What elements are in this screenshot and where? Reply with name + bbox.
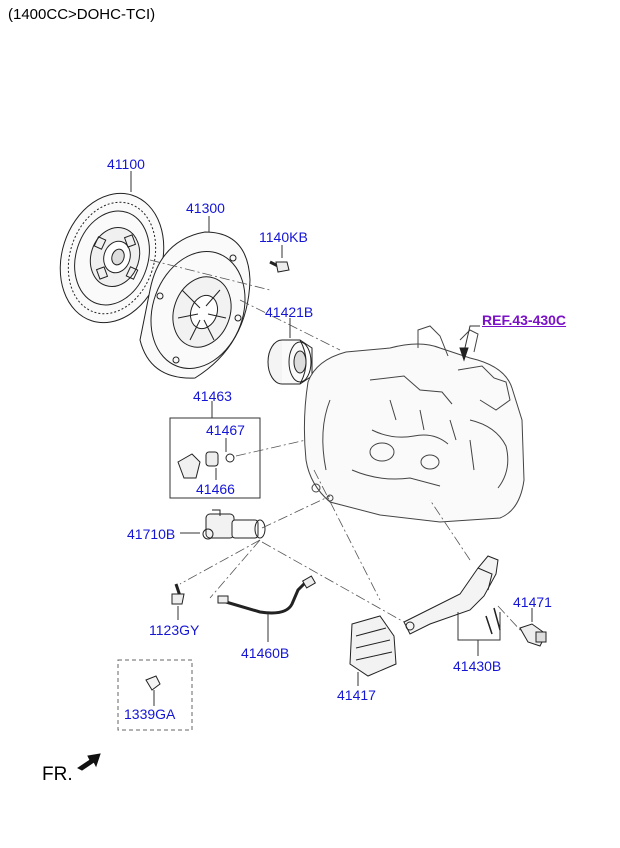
clutch-hose-part[interactable] [217, 575, 317, 642]
release-bearing-part[interactable] [267, 318, 313, 385]
part-label-41471[interactable]: 41471 [513, 594, 552, 610]
clutch-disc-part[interactable] [44, 171, 180, 336]
pivot-bolt-part[interactable] [519, 608, 547, 647]
part-label-41300[interactable]: 41300 [186, 200, 225, 216]
part-label-41430b[interactable]: 41430B [453, 658, 502, 674]
part-label-41100[interactable]: 41100 [107, 156, 145, 172]
part-label-41466[interactable]: 41466 [196, 481, 235, 497]
diagram-title: (1400CC>DOHC-TCI) [8, 6, 156, 23]
part-label-41421b[interactable]: 41421B [265, 304, 314, 320]
front-direction-label: FR. [42, 764, 73, 785]
bolt-1123gy-part[interactable] [171, 583, 185, 620]
front-direction-arrow [77, 753, 101, 771]
part-label-1123gy[interactable]: 1123GY [149, 622, 200, 638]
part-label-41467[interactable]: 41467 [206, 422, 245, 438]
part-label-41710b[interactable]: 41710B [127, 526, 176, 542]
bolt-1140kb-part[interactable] [269, 245, 290, 273]
kit-41463-box [169, 401, 261, 499]
slave-cylinder-part[interactable] [180, 509, 266, 540]
part-label-1140kb[interactable]: 1140KB [259, 229, 308, 245]
transmission-housing [303, 325, 525, 523]
part-label-1339ga[interactable]: 1339GA [124, 706, 176, 722]
part-label-41417[interactable]: 41417 [337, 687, 376, 703]
part-label-41463[interactable]: 41463 [193, 388, 232, 404]
dust-boot-part[interactable] [349, 615, 397, 686]
ref-43-430c-link[interactable]: REF.43-430C [482, 312, 567, 328]
assembly-centerlines [149, 259, 523, 633]
part-label-41460b[interactable]: 41460B [241, 645, 290, 661]
ref-leader [459, 325, 480, 362]
pressure-plate-part[interactable] [135, 216, 261, 382]
kit-1339ga-box [117, 659, 193, 731]
release-fork-part[interactable] [403, 555, 501, 656]
